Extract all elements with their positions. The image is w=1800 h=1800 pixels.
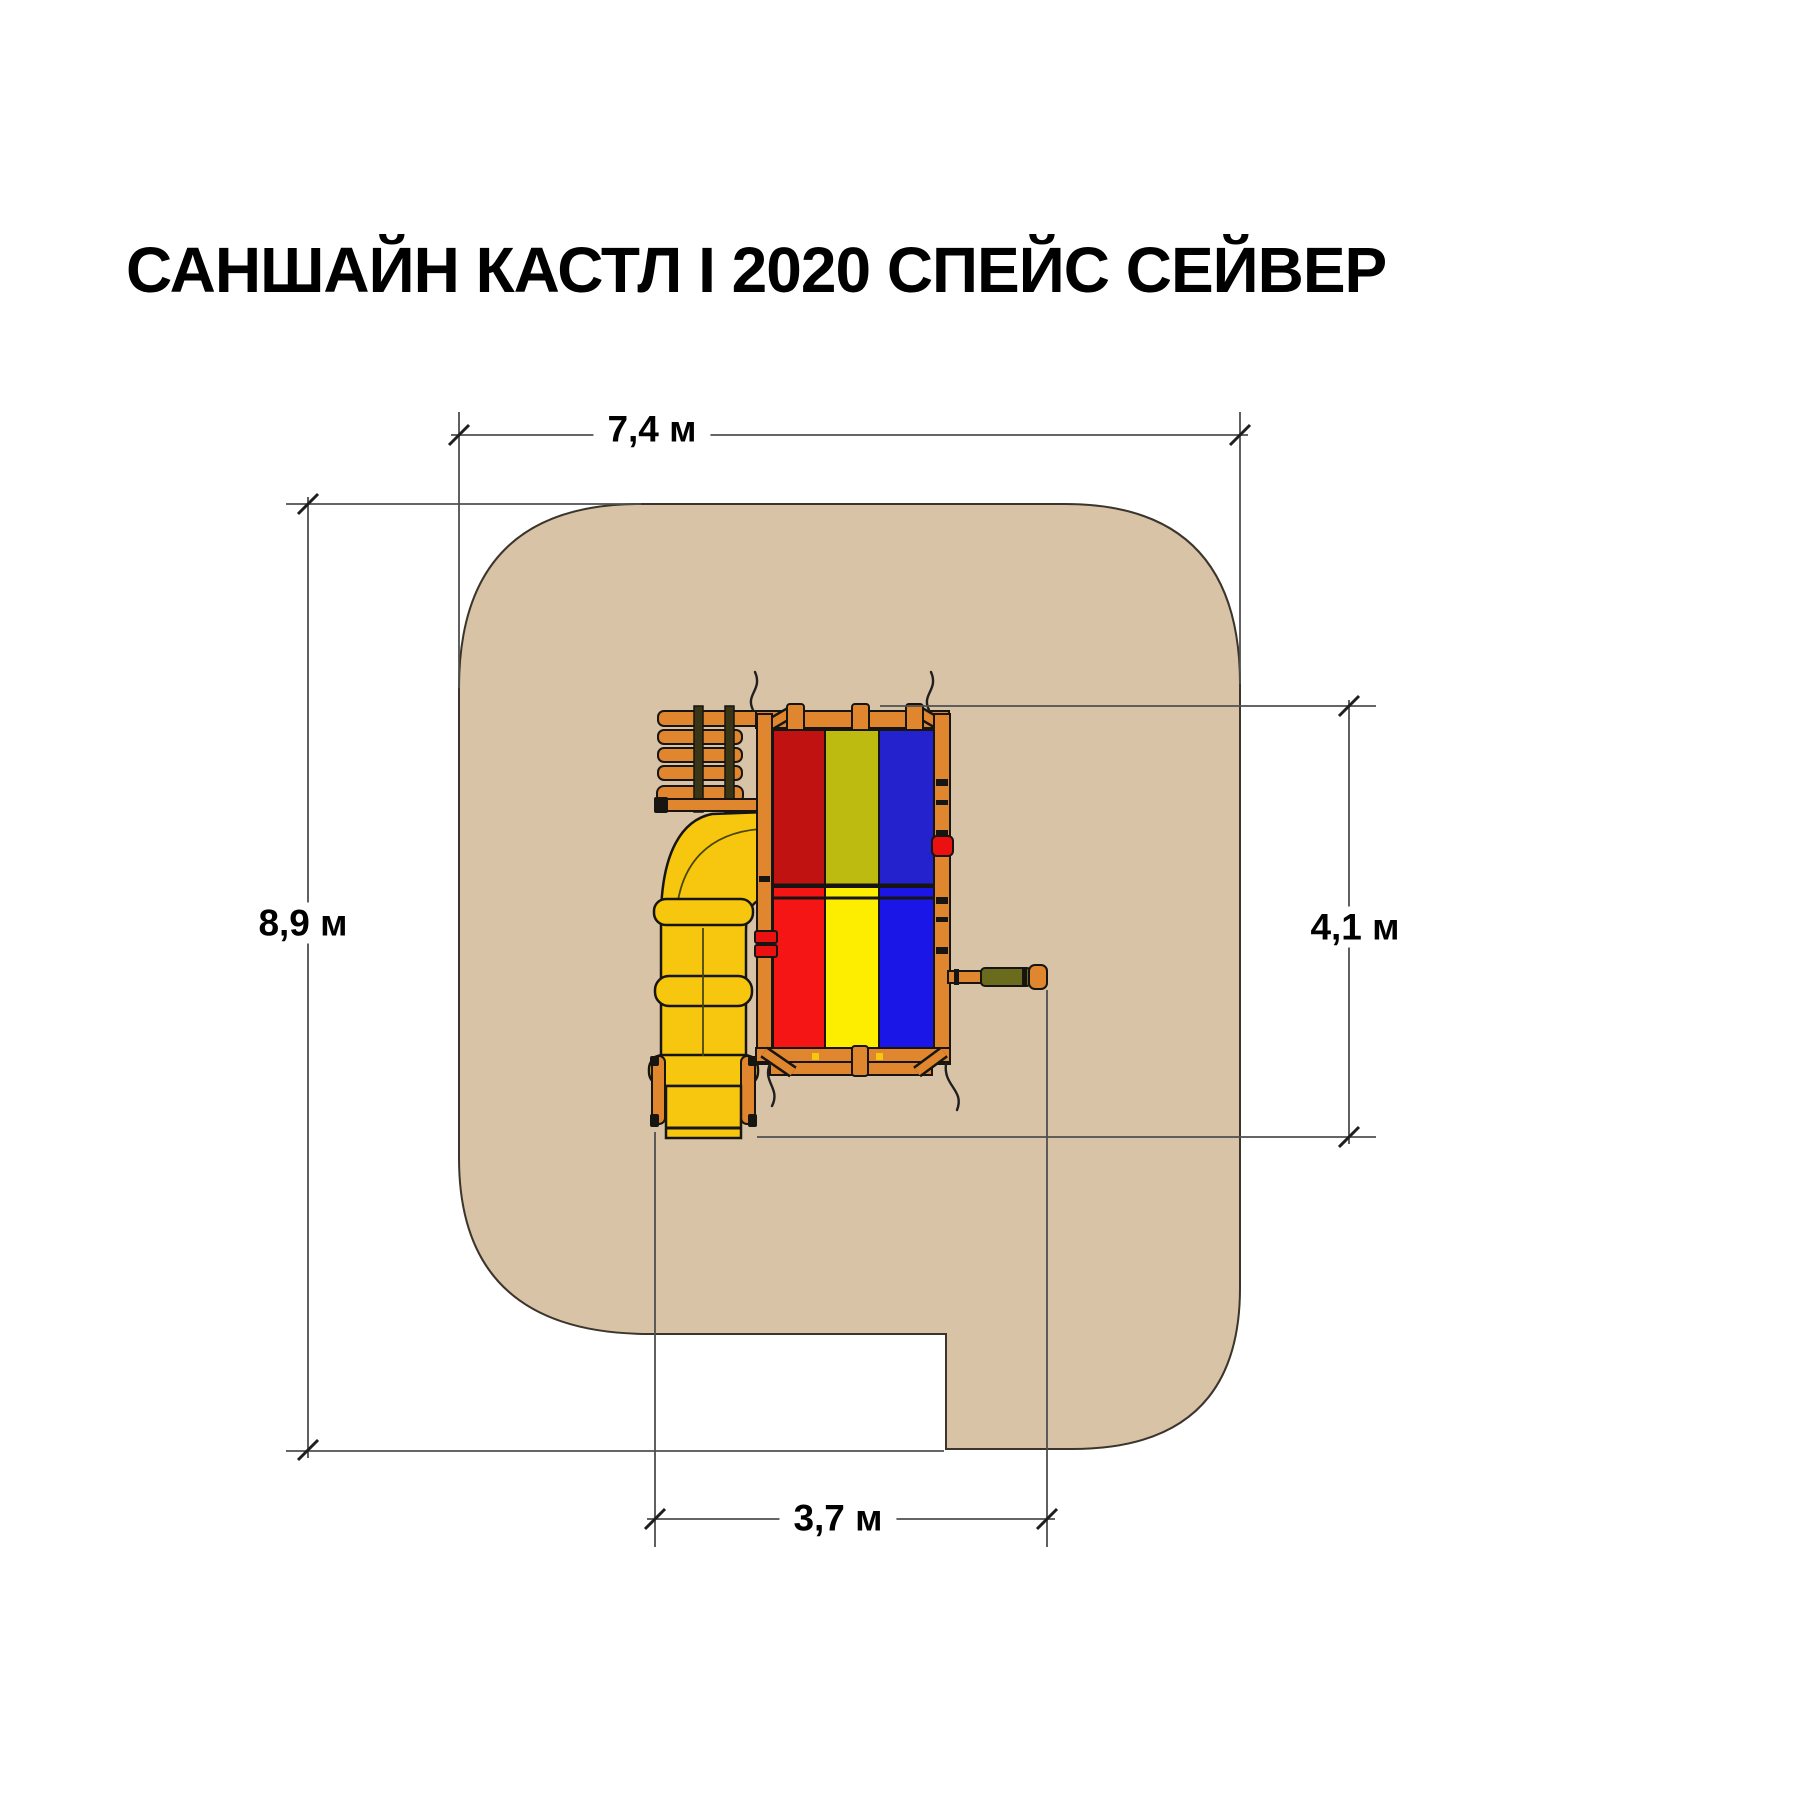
balance-beam xyxy=(947,964,1048,990)
frame-right-beam xyxy=(933,713,951,1065)
frame-post xyxy=(905,703,924,733)
dim-tick xyxy=(1337,694,1361,718)
hinge-mark xyxy=(936,917,948,922)
balance-beam-mark xyxy=(954,969,959,985)
frame-post xyxy=(786,703,805,733)
red-connector-block xyxy=(754,930,778,944)
frame-post xyxy=(851,703,870,733)
playground-structure xyxy=(647,670,1048,1140)
hinge-mark xyxy=(759,876,770,882)
slide-exit-foot xyxy=(748,1114,757,1127)
corner-squiggle xyxy=(766,1062,776,1108)
ladder-base-beam xyxy=(659,798,761,812)
dim-tick xyxy=(1035,1507,1059,1531)
rope-ladder xyxy=(654,705,801,813)
dim-tick xyxy=(643,1507,667,1531)
slide-exit-rail-right xyxy=(740,1055,756,1125)
hinge-mark xyxy=(936,897,948,904)
tower-frame xyxy=(754,703,954,1078)
frame-dot xyxy=(812,1053,819,1060)
hinge-mark xyxy=(936,947,948,954)
dim-label-safety-zone-depth: 8,9 м xyxy=(244,902,362,944)
tube-ring-top xyxy=(652,897,755,927)
red-knob xyxy=(931,835,954,857)
balance-beam-endcap xyxy=(1028,964,1048,990)
ladder-corner-bracket xyxy=(654,797,668,813)
hinge-mark xyxy=(936,779,948,786)
dim-tick xyxy=(296,1438,320,1462)
slide-exit-foot xyxy=(650,1056,659,1066)
slide-exit-rail-left xyxy=(651,1055,666,1125)
slide-exit-box xyxy=(664,1084,743,1140)
wall-panel-blue xyxy=(878,886,935,1049)
slide-exit-foot xyxy=(650,1114,659,1127)
wall-panel-red xyxy=(772,886,826,1049)
roof-panel-olive xyxy=(824,729,880,886)
dim-tick xyxy=(447,423,471,447)
frame-brace xyxy=(761,1048,796,1076)
dim-tick xyxy=(1228,423,1252,447)
corner-squiggle xyxy=(944,1062,960,1112)
hinge-mark xyxy=(936,800,948,805)
page-title: САНШАЙН КАСТЛ I 2020 СПЕЙС СЕЙВЕР xyxy=(126,234,1387,306)
frame-dot xyxy=(876,1053,883,1060)
dim-label-safety-zone-width: 7,4 м xyxy=(593,408,711,450)
dim-label-equipment-width: 3,7 м xyxy=(779,1497,897,1539)
roof-panel-red xyxy=(772,729,826,886)
frame-left-beam xyxy=(756,713,773,1065)
dim-tick xyxy=(296,492,320,516)
red-connector-block xyxy=(754,944,778,958)
hinge-mark xyxy=(936,830,948,837)
corner-squiggle xyxy=(749,670,759,712)
slide-exit-foot xyxy=(748,1056,757,1066)
balance-beam-mark xyxy=(1022,969,1027,985)
ladder-rail xyxy=(724,705,735,813)
frame-post xyxy=(851,1045,869,1077)
frame-brace xyxy=(914,1048,947,1076)
dim-tick xyxy=(1337,1125,1361,1149)
roof-panel-blue xyxy=(878,729,935,886)
dim-label-equipment-depth: 4,1 м xyxy=(1296,906,1414,948)
ladder-rail xyxy=(693,705,704,813)
wall-panel-yellow xyxy=(824,886,880,1049)
